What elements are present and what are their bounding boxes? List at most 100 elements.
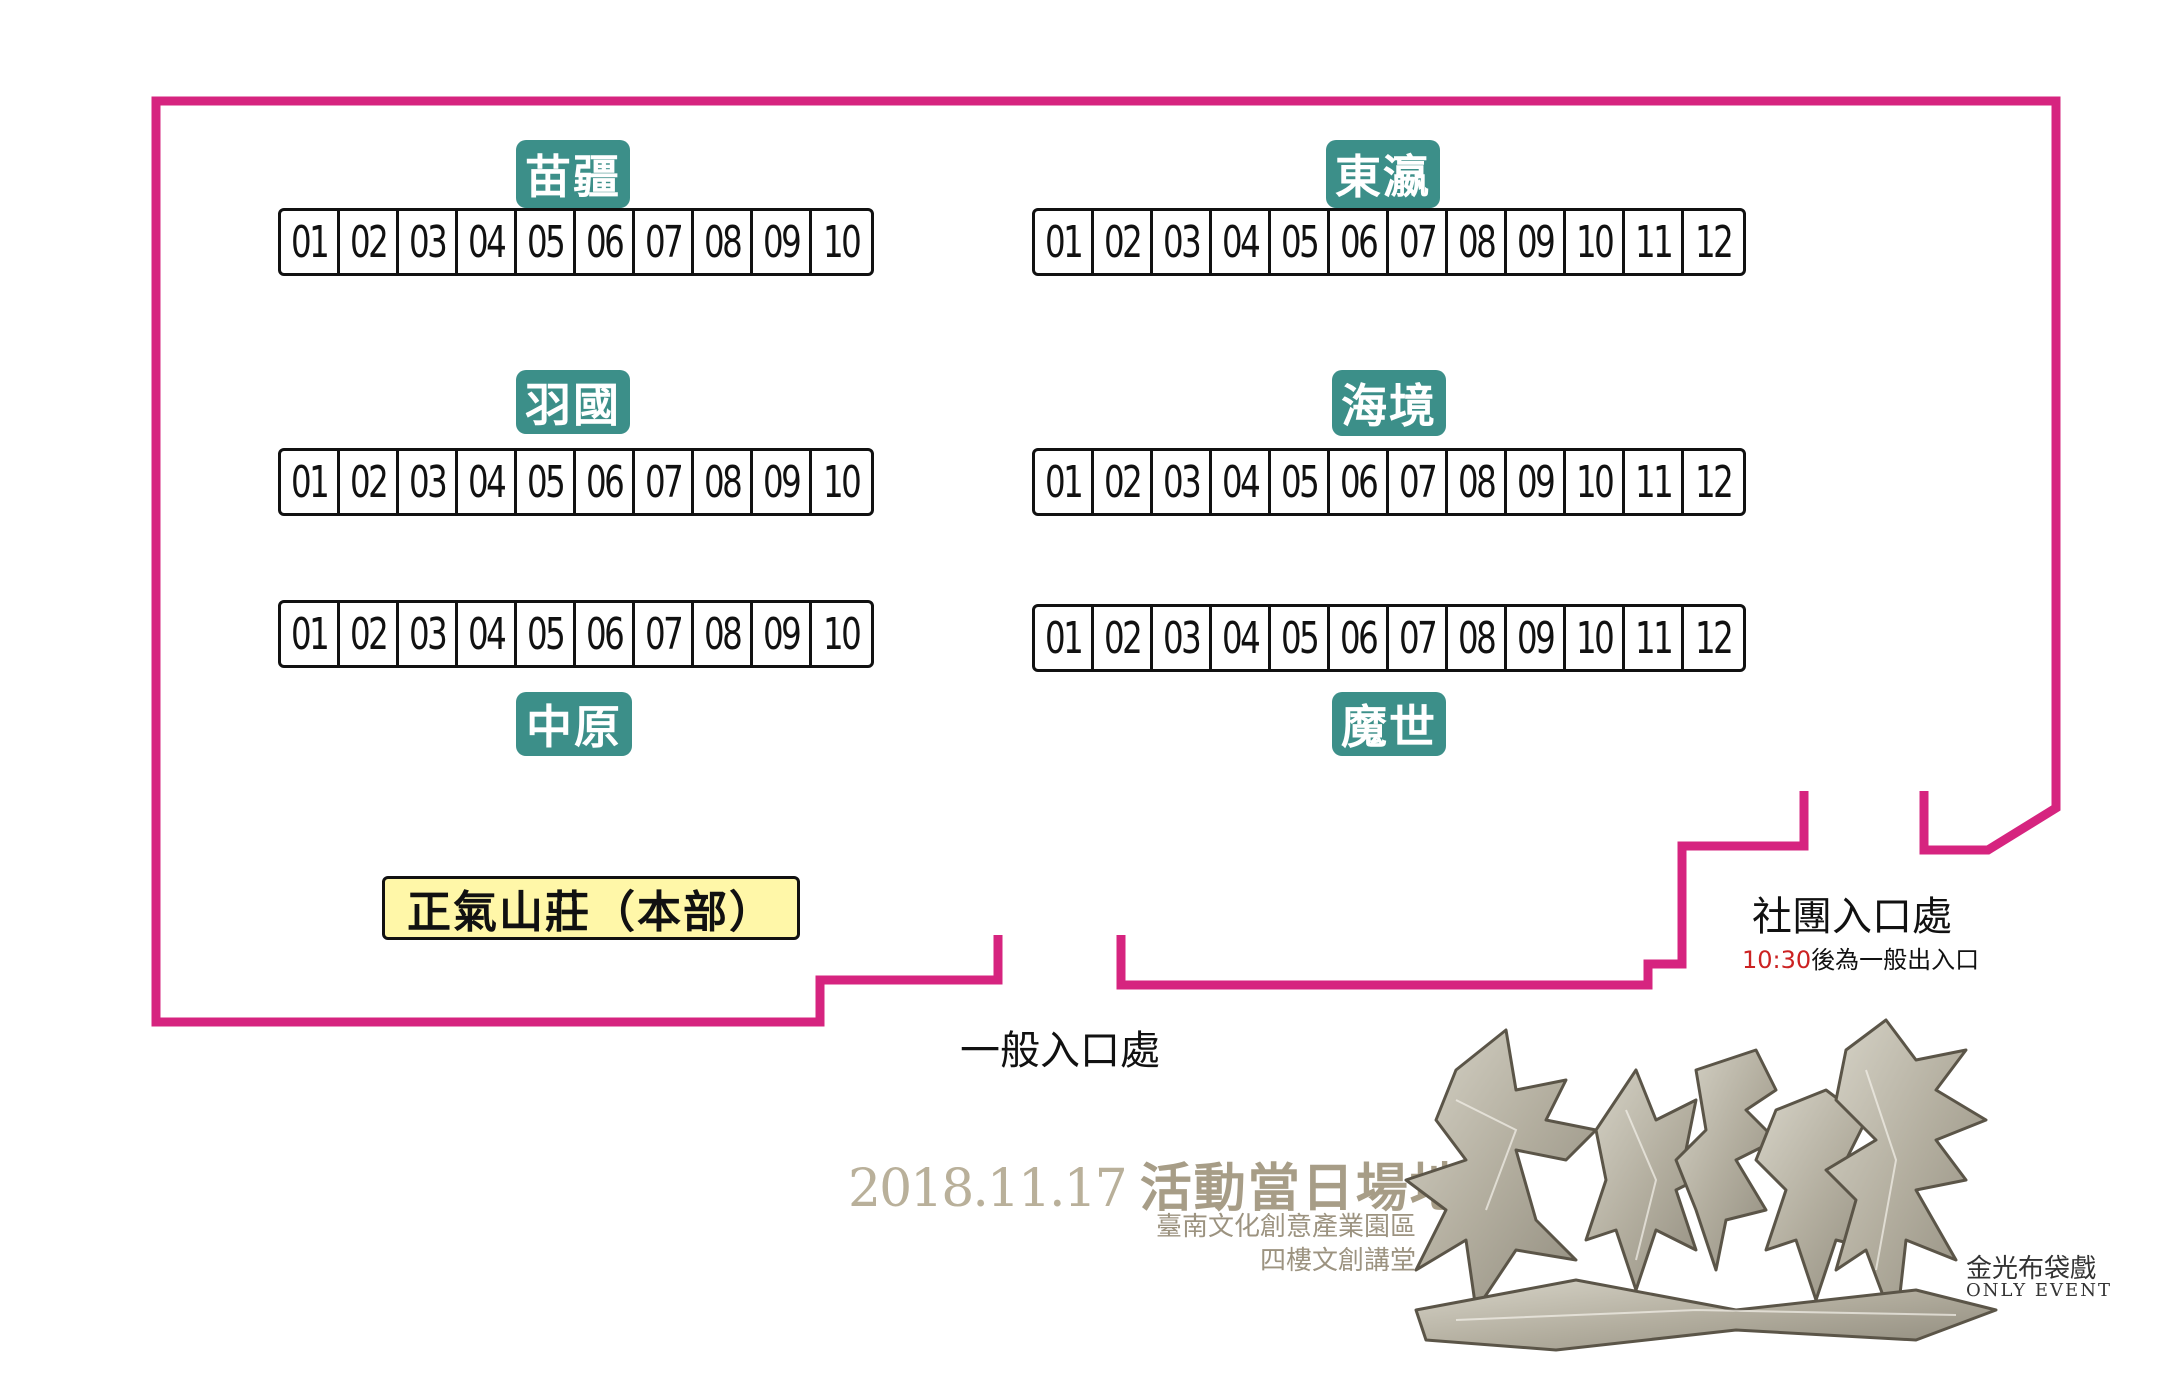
booth-row1_left-03: 03 [399,211,458,273]
booth-number: 11 [1634,612,1674,664]
booth-row1_right-05: 05 [1271,211,1330,273]
booth-row2_right-07: 07 [1389,451,1448,513]
booth-number: 08 [1457,456,1497,508]
booth-number: 12 [1695,456,1734,508]
booth-number: 04 [467,608,507,660]
booth-number: 03 [408,216,448,268]
booth-number: 01 [1044,456,1084,508]
booth-number: 09 [762,608,802,660]
booth-number: 08 [703,608,743,660]
booth-number: 02 [349,608,389,660]
booth-row1_left-10: 10 [812,211,871,273]
booth-number: 03 [1162,456,1202,508]
booth-row2_left-10: 10 [812,451,871,513]
booth-number: 10 [1575,612,1615,664]
booth-number: 01 [1044,612,1084,664]
general-entrance-label: 一般入口處 [960,1028,1160,1074]
booth-row3_left-07: 07 [635,603,694,665]
booth-number: 08 [1457,612,1497,664]
booth-number: 02 [1103,216,1143,268]
club-entrance-label: 社團入口處 [1752,894,1952,940]
booth-number: 09 [1516,612,1556,664]
booth-number: 01 [290,456,330,508]
booth-row1_right-12: 12 [1684,211,1743,273]
zone-label-yuguo: 羽國 [516,370,630,434]
booth-row3_left-01: 01 [281,603,340,665]
booth-row3_left-10: 10 [812,603,871,665]
booth-number: 10 [823,456,862,508]
booth-row3_left-09: 09 [753,603,812,665]
booth-number: 07 [1398,216,1438,268]
booth-number: 10 [1575,216,1615,268]
booth-number: 07 [644,608,684,660]
logo-english: ONLY EVENT [1966,1280,2112,1301]
booth-row1_left-01: 01 [281,211,340,273]
booth-number: 11 [1634,216,1674,268]
booth-number: 04 [1221,456,1261,508]
venue-line-1: 臺南文化創意產業園區 [1155,1212,1416,1242]
booth-number: 03 [408,608,448,660]
zone-label-dongying: 東瀛 [1326,140,1440,208]
booth-number: 02 [1103,456,1143,508]
zone-label-haijing: 海境 [1332,370,1446,436]
booth-row2_left-06: 06 [576,451,635,513]
booth-row1_right-01: 01 [1035,211,1094,273]
booth-number: 04 [467,216,507,268]
club-entrance-note-text: 後為一般出入口 [1811,946,1980,974]
zone-label-zhongyuan: 中原 [516,692,632,756]
booth-row2_right-02: 02 [1094,451,1153,513]
booth-row3_right-02: 02 [1094,607,1153,669]
booth-row3_right-07: 07 [1389,607,1448,669]
booth-row1_left-08: 08 [694,211,753,273]
booth-row2_right-08: 08 [1448,451,1507,513]
zone-label-moshi: 魔世 [1332,692,1446,756]
booth-number: 09 [762,456,802,508]
booth-row1_right-09: 09 [1507,211,1566,273]
event-logo [1404,1018,1998,1352]
booth-number: 06 [1339,456,1379,508]
booth-row3_left-04: 04 [458,603,517,665]
booth-row2_right-09: 09 [1507,451,1566,513]
booth-row2_right-03: 03 [1153,451,1212,513]
booth-row1_right-07: 07 [1389,211,1448,273]
booth-number: 01 [1044,216,1084,268]
zone-label-miaojiang: 苗疆 [516,140,630,208]
booth-number: 04 [1221,216,1261,268]
booth-number: 02 [349,456,389,508]
booth-number: 02 [349,216,389,268]
booth-row1_right-03: 03 [1153,211,1212,273]
booth-number: 05 [526,456,566,508]
venue-wall-right-section [1116,791,1809,990]
booth-row3_right-01: 01 [1035,607,1094,669]
booth-row3_right-04: 04 [1212,607,1271,669]
booth-number: 06 [585,216,625,268]
booth-row3_left-05: 05 [517,603,576,665]
booth-row2_left-08: 08 [694,451,753,513]
booth-row2_left-01: 01 [281,451,340,513]
booth-number: 03 [408,456,448,508]
club-entrance-note-time: 10:30 [1742,946,1812,974]
booth-number: 06 [1339,216,1379,268]
booth-row1_right-04: 04 [1212,211,1271,273]
booth-row2_right-04: 04 [1212,451,1271,513]
booth-row3_right-11: 11 [1625,607,1684,669]
booth-row3_right-10: 10 [1566,607,1625,669]
booth-number: 07 [1398,456,1438,508]
booth-number: 07 [644,456,684,508]
booth-row3_left-06: 06 [576,603,635,665]
booth-number: 07 [644,216,684,268]
booth-number: 12 [1695,216,1734,268]
booth-number: 05 [526,216,566,268]
booth-row3_left-02: 02 [340,603,399,665]
booth-row2_left-02: 02 [340,451,399,513]
booth-row3_right-05: 05 [1271,607,1330,669]
booth-row3_right-09: 09 [1507,607,1566,669]
booth-row2_left-09: 09 [753,451,812,513]
booth-number: 06 [1339,612,1379,664]
